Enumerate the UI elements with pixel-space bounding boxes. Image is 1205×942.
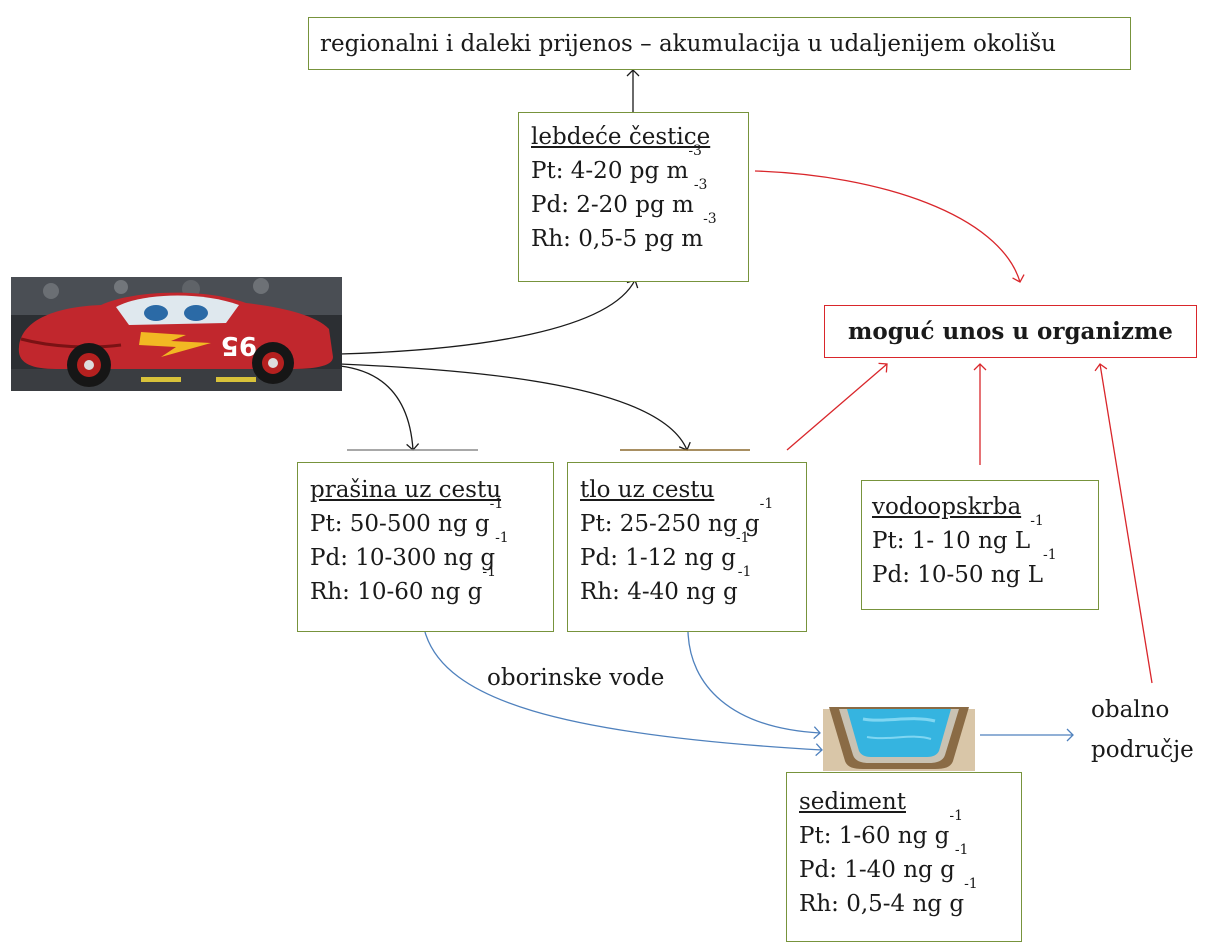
stormwater-label: oborinske vode [487, 665, 665, 691]
airborne-pt: Pt: 4-20 pg m-3 [531, 143, 702, 184]
arrow-car-to-dust [339, 365, 420, 451]
long-range-transport-text: regionalni i daleki prijenos – akumulaci… [320, 31, 1056, 57]
arrow-car-to-soil [339, 363, 691, 451]
airborne-title: lebdeće čestice [531, 124, 711, 150]
water-supply-box: vodoopskrba Pt: 1- 10 ng L-1 Pd: 10-50 n… [861, 480, 1099, 610]
roadside-soil-box: tlo uz cestu Pt: 25-250 ng g-1 Pd: 1-12 … [567, 462, 807, 632]
sediment-pt: Pt: 1-60 ng g-1 [799, 808, 963, 849]
airborne-pd: Pd: 2-20 pg m-3 [531, 177, 708, 218]
sediment-title: sediment [799, 789, 906, 815]
airborne-rh: Rh: 0,5-5 pg m-3 [531, 211, 717, 252]
sediment-basin-image [823, 697, 975, 771]
dust-title: prašina uz cestu [310, 477, 502, 503]
arrow-soil-to-sediment [687, 631, 821, 740]
organism-uptake-box: moguć unos u organizme [824, 305, 1197, 358]
dust-rh: Rh: 10-60 ng g-1 [310, 564, 497, 605]
coastal-label-line1: obalno [1091, 697, 1170, 723]
road-dust-box: prašina uz cestu Pt: 50-500 ng g-1 Pd: 1… [297, 462, 554, 632]
svg-text:95: 95 [221, 330, 257, 360]
water-supply-pt: Pt: 1- 10 ng L-1 [872, 513, 1044, 554]
dust-pt: Pt: 50-500 ng g-1 [310, 496, 504, 537]
water-supply-pd: Pd: 10-50 ng L-1 [872, 547, 1057, 588]
arrow-car-to-airborne [339, 279, 639, 355]
water-supply-title: vodoopskrba [872, 494, 1022, 520]
organism-uptake-text: moguć unos u organizme [848, 318, 1173, 345]
arrow-airborne-to-organisms [754, 170, 1025, 283]
sediment-rh: Rh: 0,5-4 ng g-1 [799, 876, 978, 917]
sediment-pd: Pd: 1-40 ng g-1 [799, 842, 969, 883]
race-car-image: 95 [11, 277, 342, 391]
coastal-label-line2: područje [1091, 737, 1194, 763]
dust-pd: Pd: 10-300 ng g-1 [310, 530, 509, 571]
airborne-particles-box: lebdeće čestice Pt: 4-20 pg m-3 Pd: 2-20… [518, 112, 749, 282]
sediment-box: sediment Pt: 1-60 ng g-1 Pd: 1-40 ng g-1… [786, 772, 1022, 942]
soil-title: tlo uz cestu [580, 477, 715, 503]
soil-rh: Rh: 4-40 ng g-1 [580, 564, 752, 605]
long-range-transport-box: regionalni i daleki prijenos – akumulaci… [308, 17, 1131, 70]
arrow-soil-to-organisms [786, 362, 888, 451]
soil-pd: Pd: 1-12 ng g-1 [580, 530, 750, 571]
soil-pt: Pt: 25-250 ng g-1 [580, 496, 774, 537]
arrow-coastal-to-organisms [1094, 363, 1153, 684]
arrow-dust-to-sediment [424, 631, 823, 757]
